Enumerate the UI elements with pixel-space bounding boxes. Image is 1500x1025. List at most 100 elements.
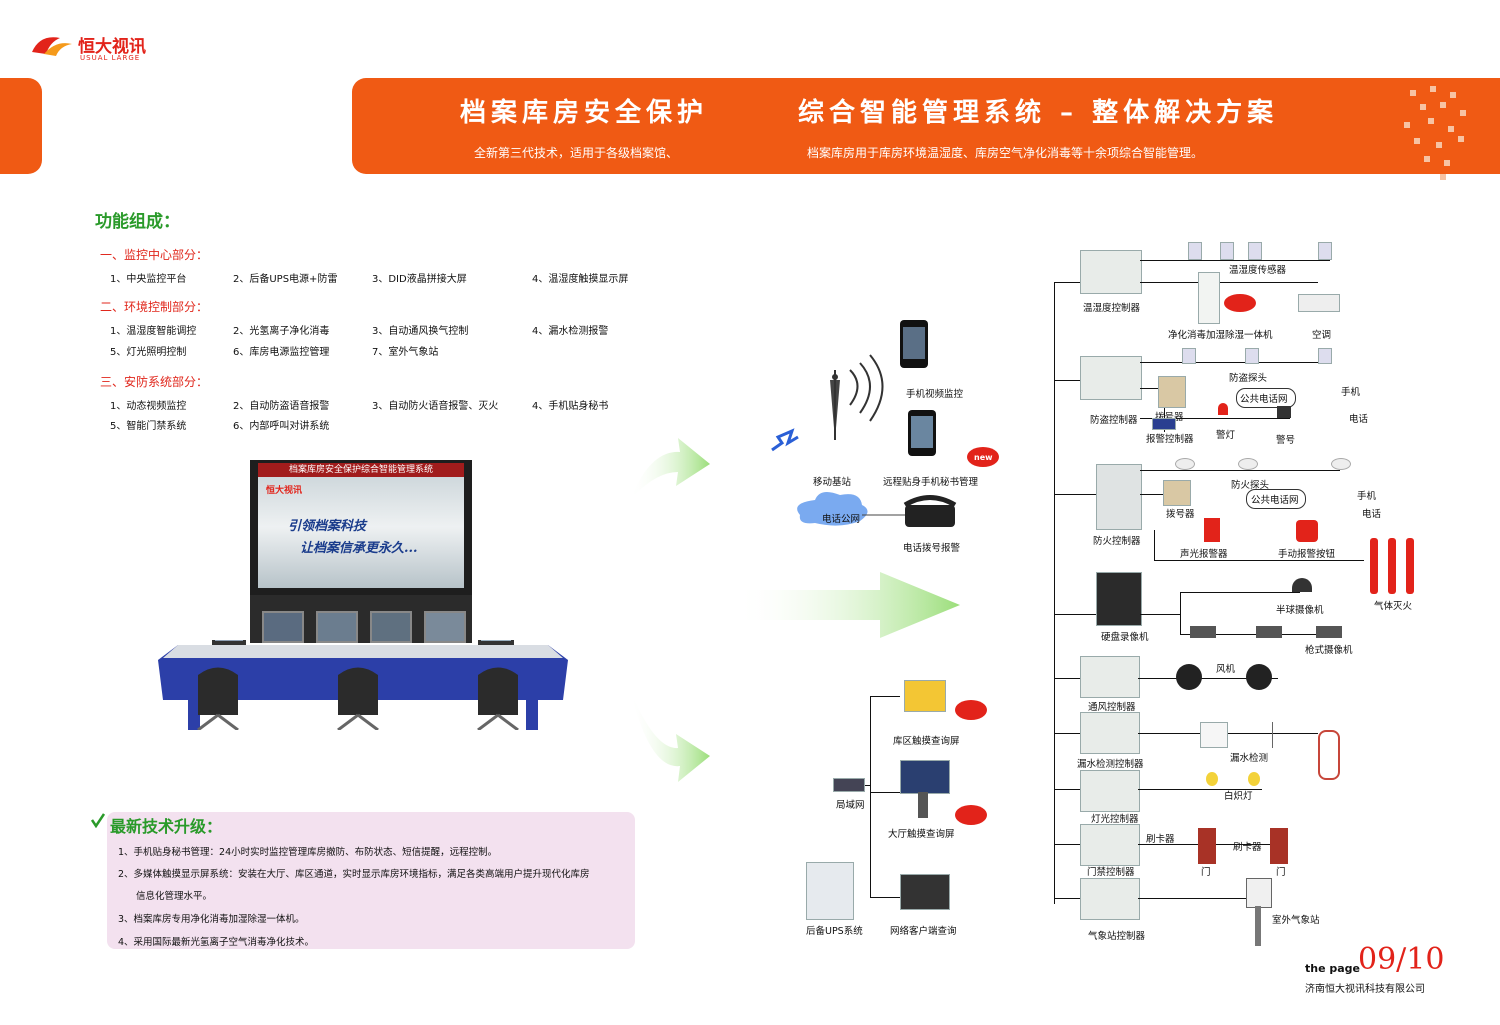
upgrade-item: 1、手机贴身秘书管理：24小时实时监控管理库房撤防、布防状态、短信提醒，远程控制… — [118, 847, 498, 858]
theft-probe — [1182, 348, 1196, 364]
dialer-label: 拨号器 — [1166, 509, 1195, 520]
temp-controller-box — [1080, 250, 1142, 294]
theft-controller-box — [1080, 356, 1142, 400]
mobile-label: 手机 — [1341, 387, 1361, 398]
phone-label: 电话 — [1349, 414, 1369, 425]
bulb-label: 白炽灯 — [1224, 791, 1253, 802]
light-controller-label: 灯光控制器 — [1091, 814, 1139, 825]
monitor-bank — [250, 595, 472, 643]
video-wall-slogan-1: 引领档案科技 — [288, 519, 367, 534]
video-wall-logo: 恒大视讯 — [266, 486, 303, 496]
dome-camera-label: 半球摄像机 — [1276, 605, 1324, 616]
manual-alarm-button-icon — [1296, 520, 1318, 542]
client-label: 网络客户端查询 — [890, 926, 957, 937]
warn-light-label: 警灯 — [1216, 430, 1236, 441]
weather-controller-box — [1080, 878, 1140, 920]
video-wall-slogan-2: 让档案信承更永久... — [300, 541, 418, 556]
dome-camera-icon — [1292, 578, 1312, 592]
banner-title-right: 综合智能管理系统 – 整体解决方案 — [798, 98, 1279, 128]
logo-emblem-icon — [32, 37, 72, 56]
upgrade-item: 2、多媒体触摸显示屏系统：安装在大厅、库区通道，实时显示库房环境指标，满足各类高… — [118, 869, 590, 880]
new-badge-icon — [955, 805, 987, 825]
function-item: 3、自动通风换气控制 — [372, 326, 469, 337]
bulb-icon — [1248, 772, 1260, 786]
gas-fire-label: 气体灭火 — [1374, 601, 1413, 612]
weather-controller-label: 气象站控制器 — [1088, 931, 1146, 942]
remote-phone-label: 远程贴身手机秘书管理 — [883, 477, 979, 488]
lan-label: 局域网 — [836, 800, 865, 811]
card-reader-label: 刷卡器 — [1233, 842, 1262, 853]
group-heading-security: 三、安防系统部分： — [100, 375, 209, 389]
siren-label: 警号 — [1276, 435, 1296, 446]
fan-icon — [1176, 664, 1202, 690]
door-label: 门 — [1201, 867, 1211, 878]
hall-touch-label: 大厅触摸查询屏 — [888, 829, 955, 840]
ups-label: 后备UPS系统 — [806, 926, 863, 937]
temp-sensor-label: 温湿度传感器 — [1229, 265, 1287, 276]
function-item: 4、手机贴身秘书 — [532, 401, 609, 412]
title-banner: 档案库房安全保护 综合智能管理系统 – 整体解决方案 全新第三代技术，适用于各级… — [352, 78, 1500, 180]
function-item: 4、温湿度触摸显示屏 — [532, 274, 629, 285]
control-desk — [158, 640, 568, 730]
new-badge-icon — [1224, 294, 1256, 312]
fan-icon — [1246, 664, 1272, 690]
dial-alarm-label: 电话拨号报警 — [903, 543, 961, 554]
phone-monitor-label: 手机视频监控 — [906, 389, 964, 400]
public-phone-label: 公共电话网 — [1240, 394, 1288, 405]
vent-controller-label: 通风控制器 — [1088, 702, 1136, 713]
kiosk-stand — [918, 792, 928, 818]
arrow-down-icon — [630, 690, 710, 782]
dialer-label: 拨号器 — [1155, 409, 1184, 423]
door-icon — [1198, 828, 1216, 864]
area-touch-screen — [904, 680, 946, 712]
upgrade-item: 4、采用国际最新光氢离子空气消毒净化技术。 — [118, 937, 315, 948]
vent-controller-box — [1080, 656, 1140, 698]
function-item: 6、库房电源监控管理 — [233, 347, 330, 358]
alarm-keypad — [1152, 418, 1176, 430]
banner-subtitle-left: 全新第三代技术，适用于各级档案馆、 — [474, 146, 679, 160]
function-item: 6、内部呼叫对讲系统 — [233, 421, 330, 432]
sound-light-alarm-icon — [1204, 518, 1220, 542]
purifier-unit — [1198, 272, 1220, 324]
company-logo: 恒大视讯 USUAL LARGE — [30, 28, 160, 68]
function-item: 5、灯光照明控制 — [110, 347, 187, 358]
function-item: 2、后备UPS电源+防雷 — [233, 274, 338, 285]
leak-cable-icon — [1318, 730, 1340, 780]
function-item: 7、室外气象站 — [372, 347, 439, 358]
new-badge-icon — [955, 700, 987, 720]
fire-probe — [1238, 458, 1258, 470]
function-item: 1、动态视频监控 — [110, 401, 187, 412]
sound-light-label: 声光报警器 — [1180, 549, 1228, 560]
function-item: 2、光氢离子净化消毒 — [233, 326, 330, 337]
mobile-label: 手机 — [1357, 491, 1377, 502]
leak-detect-label: 漏水检测 — [1230, 753, 1269, 764]
leak-controller-box — [1080, 712, 1140, 754]
function-item: 1、中央监控平台 — [110, 274, 187, 285]
phone-label: 电话 — [1362, 509, 1382, 520]
temp-sensor — [1248, 242, 1262, 260]
public-phone-label: 公共电话网 — [1251, 495, 1299, 506]
manual-button-label: 手动报警按钮 — [1278, 549, 1336, 560]
page-number: 09/10 — [1358, 942, 1445, 977]
phone-network-cloud — [1246, 489, 1306, 509]
check-icon — [91, 813, 105, 828]
dialer-device — [1163, 480, 1191, 506]
leak-sensor — [1200, 722, 1228, 748]
gas-cylinder — [1388, 538, 1396, 594]
function-item: 2、自动防盗语音报警 — [233, 401, 330, 412]
upgrade-item: 3、档案库房专用净化消毒加湿除湿一体机。 — [118, 914, 305, 925]
theft-controller-label: 防盗控制器 — [1090, 415, 1138, 426]
phone-network-label: 电话公网 — [822, 514, 861, 525]
client-pc — [900, 874, 950, 910]
alarm-controller-label: 报警控制器 — [1146, 434, 1194, 445]
base-station-label: 移动基站 — [813, 477, 852, 488]
aircon-label: 空调 — [1312, 330, 1332, 341]
temp-sensor — [1220, 242, 1234, 260]
arrow-right-icon — [735, 572, 960, 638]
upgrade-item: 信息化管理水平。 — [136, 891, 213, 902]
access-controller-label: 门禁控制器 — [1087, 867, 1135, 878]
dialer-device — [1158, 376, 1186, 408]
temp-sensor — [1188, 242, 1202, 260]
ups-cabinet — [806, 862, 854, 920]
weather-station-label: 室外气象站 — [1272, 915, 1320, 926]
